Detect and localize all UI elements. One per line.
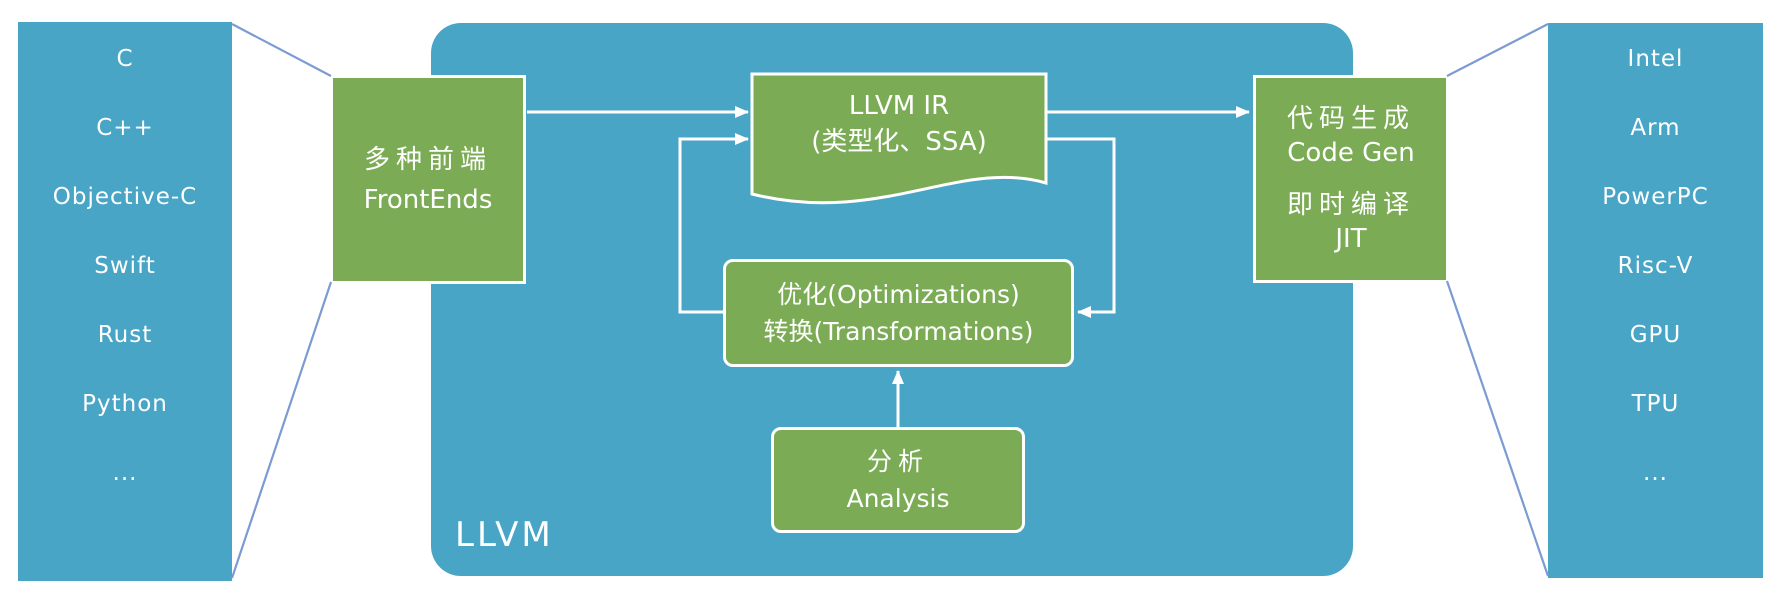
transformations-label: 转换(Transformations) bbox=[763, 317, 1034, 346]
target-item: Risc-V bbox=[1617, 252, 1694, 279]
language-item: Objective-C bbox=[52, 183, 198, 210]
optimizations-box: 优化(Optimizations) 转换(Transformations) bbox=[723, 259, 1074, 367]
target-item: Arm bbox=[1630, 114, 1681, 141]
target-item: GPU bbox=[1629, 321, 1682, 348]
source-languages-panel: C C++ Objective-C Swift Rust Python ... bbox=[18, 22, 232, 581]
language-item: Python bbox=[82, 390, 168, 417]
target-backends-panel: Intel Arm PowerPC Risc-V GPU TPU ... bbox=[1548, 23, 1763, 578]
optimizations-label: 优化(Optimizations) bbox=[777, 280, 1020, 309]
frontends-label-cn: 多种前端 bbox=[363, 144, 492, 175]
language-item: Rust bbox=[97, 321, 153, 348]
llvm-ir-label: LLVM IR bbox=[848, 91, 950, 121]
codegen-label-en: Code Gen bbox=[1287, 138, 1415, 168]
codegen-group: 代码生成 Code Gen bbox=[1287, 102, 1415, 170]
fan-line-right-top bbox=[1446, 23, 1549, 77]
frontends-label-en: FrontEnds bbox=[363, 184, 493, 215]
analysis-label-cn: 分析 bbox=[866, 447, 929, 476]
llvm-container-label: LLVM bbox=[455, 515, 554, 555]
codegen-label-cn: 代码生成 bbox=[1286, 104, 1415, 134]
target-item-ellipsis: ... bbox=[1643, 459, 1668, 486]
language-item: Swift bbox=[94, 252, 156, 279]
target-item: PowerPC bbox=[1602, 183, 1709, 210]
analysis-label-en: Analysis bbox=[846, 484, 950, 513]
frontends-box: 多种前端 FrontEnds bbox=[330, 75, 526, 284]
jit-label-en: JIT bbox=[1335, 224, 1367, 254]
jit-label-cn: 即时编译 bbox=[1286, 190, 1415, 220]
language-item-ellipsis: ... bbox=[112, 459, 138, 486]
language-item: C bbox=[116, 45, 134, 72]
language-item: C++ bbox=[96, 114, 154, 141]
jit-group: 即时编译 JIT bbox=[1287, 188, 1415, 256]
target-item: TPU bbox=[1631, 390, 1680, 417]
fan-line-left-bottom bbox=[230, 281, 333, 579]
codegen-box: 代码生成 Code Gen 即时编译 JIT bbox=[1253, 75, 1449, 283]
fan-line-right-bottom bbox=[1445, 280, 1550, 577]
fan-line-left-top bbox=[231, 23, 332, 77]
llvm-ir-sublabel: (类型化、SSA) bbox=[811, 127, 987, 157]
analysis-box: 分析 Analysis bbox=[771, 427, 1025, 533]
target-item: Intel bbox=[1627, 45, 1684, 72]
llvm-ir-box: LLVM IR (类型化、SSA) bbox=[752, 88, 1046, 160]
